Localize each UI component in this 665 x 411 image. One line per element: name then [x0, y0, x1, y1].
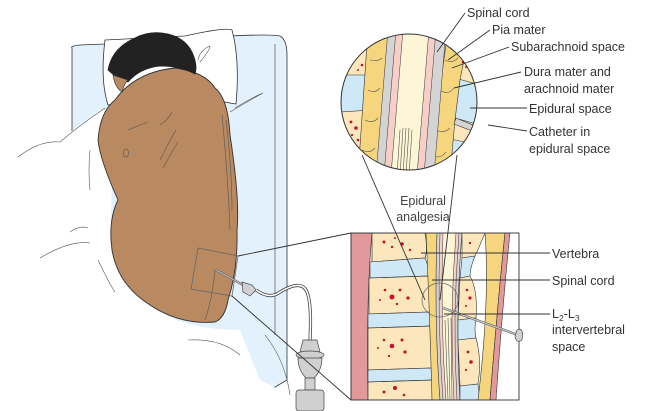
label-epidural-space: Epidural space [529, 102, 612, 116]
label-dura-mater-line1: Dura mater and [524, 65, 611, 79]
label-l2-l3: L2-L3 [552, 307, 580, 323]
spine-section [351, 233, 519, 400]
label-dura-mater-line2: arachnoid mater [524, 82, 614, 96]
label-catheter-line2: epidural space [529, 142, 610, 156]
magnified-circle-outline [340, 33, 478, 171]
vertebral-bodies [367, 233, 436, 400]
label-spinal-cord-section: Spinal cord [552, 274, 615, 288]
infusion-device [295, 339, 325, 411]
label-spinal-cord: Spinal cord [467, 6, 530, 20]
label-catheter-line1: Catheter in [529, 125, 590, 139]
patient-hair [107, 32, 197, 83]
patient-back [97, 67, 239, 323]
labels: Spinal cord Pia mater Subarachnoid space… [396, 6, 625, 354]
label-intervertebral: intervertebral [552, 323, 625, 337]
label-pia-mater: Pia mater [492, 23, 546, 37]
label-vertebra: Vertebra [552, 247, 599, 261]
caption-line1: Epidural [400, 194, 446, 208]
magnified-view [341, 34, 477, 170]
blanket [0, 110, 290, 411]
needle-hub [241, 281, 257, 297]
label-subarachnoid-space: Subarachnoid space [511, 40, 625, 54]
patient-scene [0, 28, 352, 411]
section-frame [350, 232, 520, 401]
caption-line2: analgesia [396, 210, 450, 224]
label-space: space [552, 340, 585, 354]
marrow-dots [377, 237, 412, 397]
